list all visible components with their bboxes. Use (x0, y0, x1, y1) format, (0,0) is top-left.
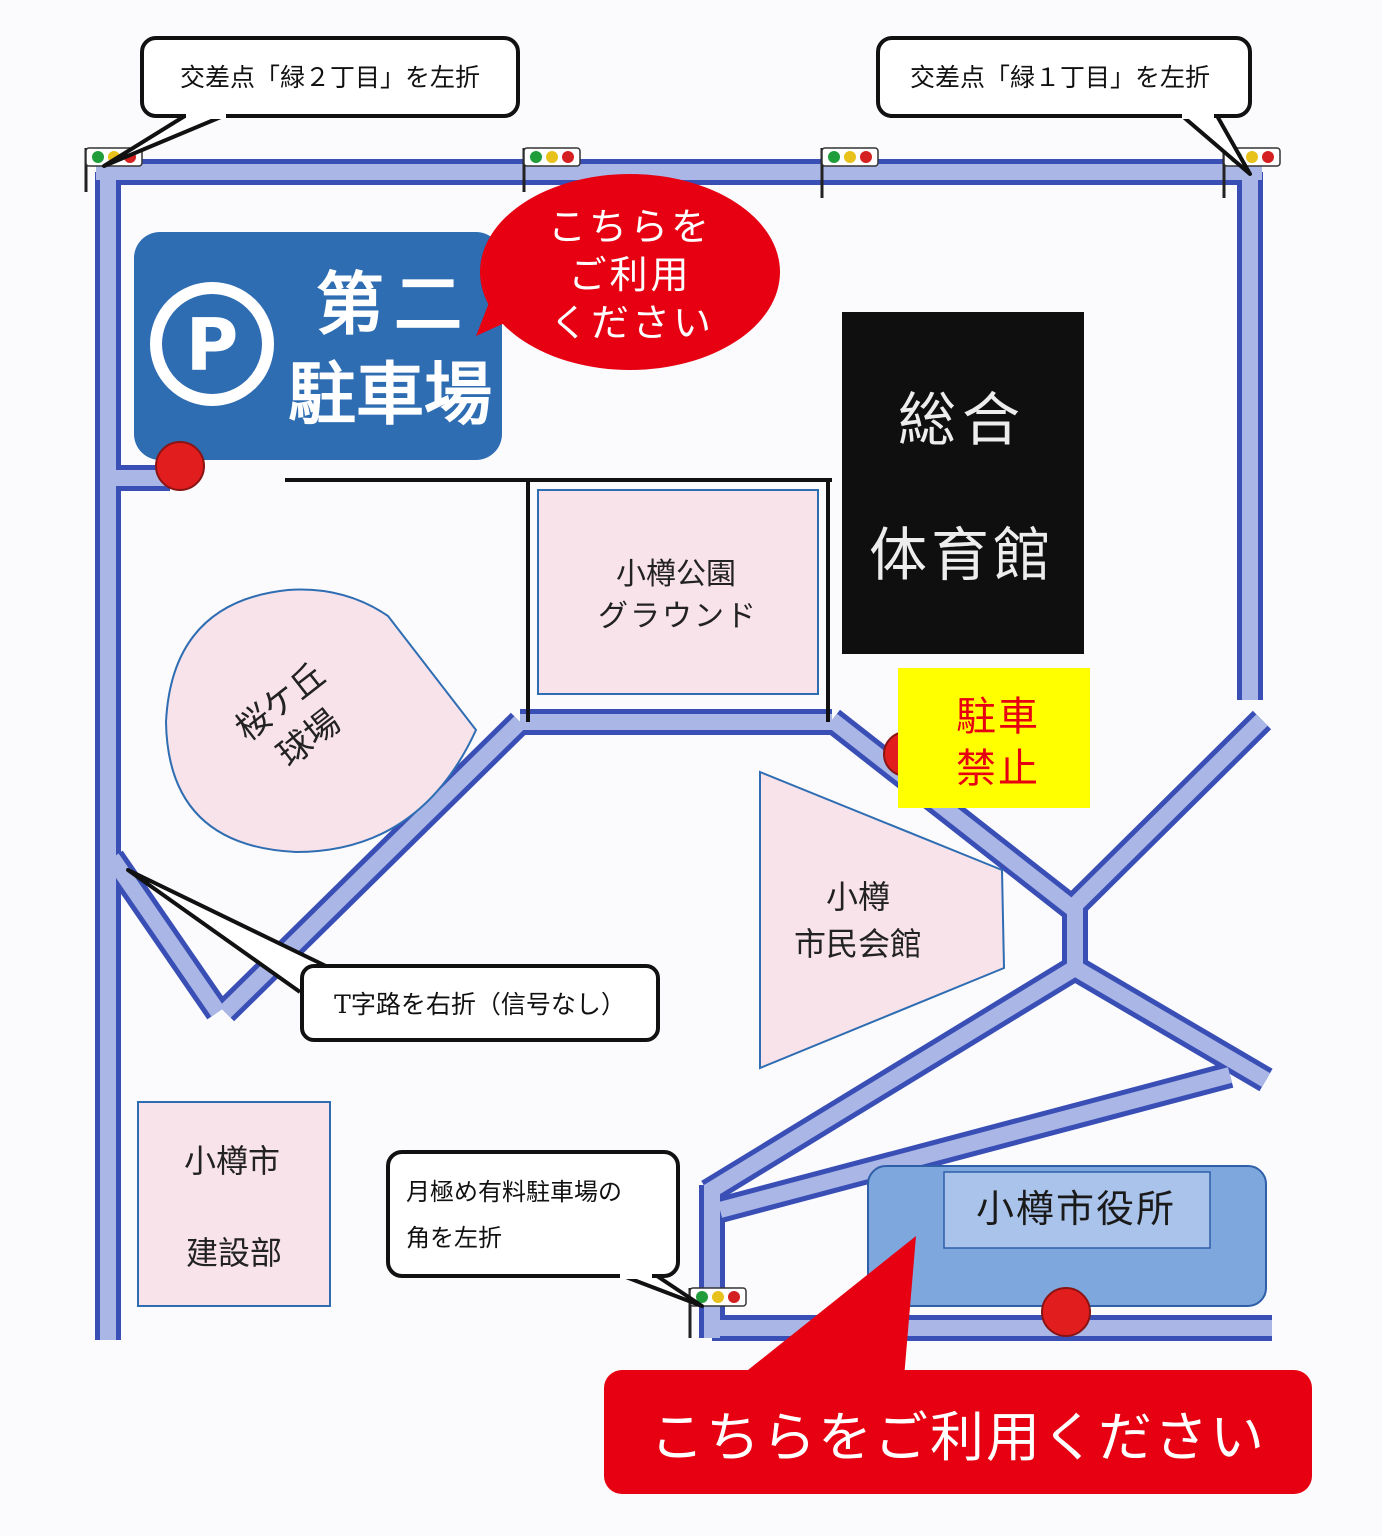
no-parking-line1: 駐車 (956, 694, 1040, 740)
second-parking-lot: P 第二 駐車場 (134, 232, 502, 460)
traffic-light-icon (820, 147, 879, 198)
sakuragaoka-ballpark: 桜ケ丘 球場 (164, 588, 478, 854)
otaru-civic-hall: 小樽 市民会館 (759, 770, 1006, 1070)
ground-name-line2: グラウンド (598, 599, 758, 634)
civic-hall-name-line2: 市民会館 (794, 925, 922, 963)
bubble-top-line3: ください (550, 301, 714, 345)
traffic-light-icon (688, 1287, 747, 1338)
use-this-banner-bottom: こちらをご利用ください (604, 1236, 1312, 1494)
bubble-top-line1: こちらを (548, 205, 712, 249)
banner-bottom-text: こちらをご利用ください (650, 1406, 1266, 1469)
callout-midori-2-text: 交差点「緑２丁目」を左折 (180, 63, 480, 92)
callout-monthly-parking-corner: 月極め有料駐車場の 角を左折 (386, 1150, 704, 1308)
parking-icon: P (150, 282, 274, 406)
otaru-city-hall: 小樽市役所 (867, 1165, 1267, 1307)
callout-midori-2-chome: 交差点「緑２丁目」を左折 (102, 36, 520, 168)
otaru-park-ground: 小樽公園 グラウンド (537, 489, 819, 695)
otaru-construction-department: 小樽市 建設部 (137, 1101, 331, 1307)
traffic-light-icon (522, 147, 581, 192)
callout-t-junction: T字路を右折（信号なし） (126, 868, 660, 1042)
callout-midori-1-chome: 交差点「緑１丁目」を左折 (876, 36, 1252, 176)
construction-name-line1: 小樽市 (184, 1142, 280, 1180)
city-hall-name: 小樽市役所 (976, 1187, 1176, 1231)
construction-name-line2: 建設部 (186, 1234, 282, 1272)
bubble-top-line2: ご利用 (568, 253, 691, 297)
parking-name-line1: 第二 (316, 266, 472, 345)
no-parking-area: 駐車 禁止 (898, 668, 1090, 808)
general-gymnasium: 総合 体育館 (842, 312, 1084, 654)
use-this-bubble-top: こちらを ご利用 ください (476, 174, 780, 370)
road-network (95, 159, 1273, 1341)
callout-t-junction-text: T字路を右折（信号なし） (334, 990, 626, 1019)
callout-midori-1-text: 交差点「緑１丁目」を左折 (910, 63, 1210, 92)
gym-name-line2: 体育館 (869, 521, 1055, 589)
ground-name-line1: 小樽公園 (616, 557, 736, 592)
callout-monthly-parking-line2: 角を左折 (406, 1224, 502, 1252)
parking-icon-letter: P (186, 303, 239, 387)
parking-name-line2: 駐車場 (288, 356, 492, 435)
parking-spot-marker-icon (155, 441, 205, 491)
gym-name-line1: 総合 (898, 386, 1026, 454)
no-parking-line2: 禁止 (956, 746, 1040, 792)
city-hall-entrance-marker-icon (1041, 1287, 1091, 1337)
civic-hall-name-line1: 小樽 (826, 878, 890, 916)
callout-monthly-parking-line1: 月極め有料駐車場の (406, 1178, 622, 1206)
